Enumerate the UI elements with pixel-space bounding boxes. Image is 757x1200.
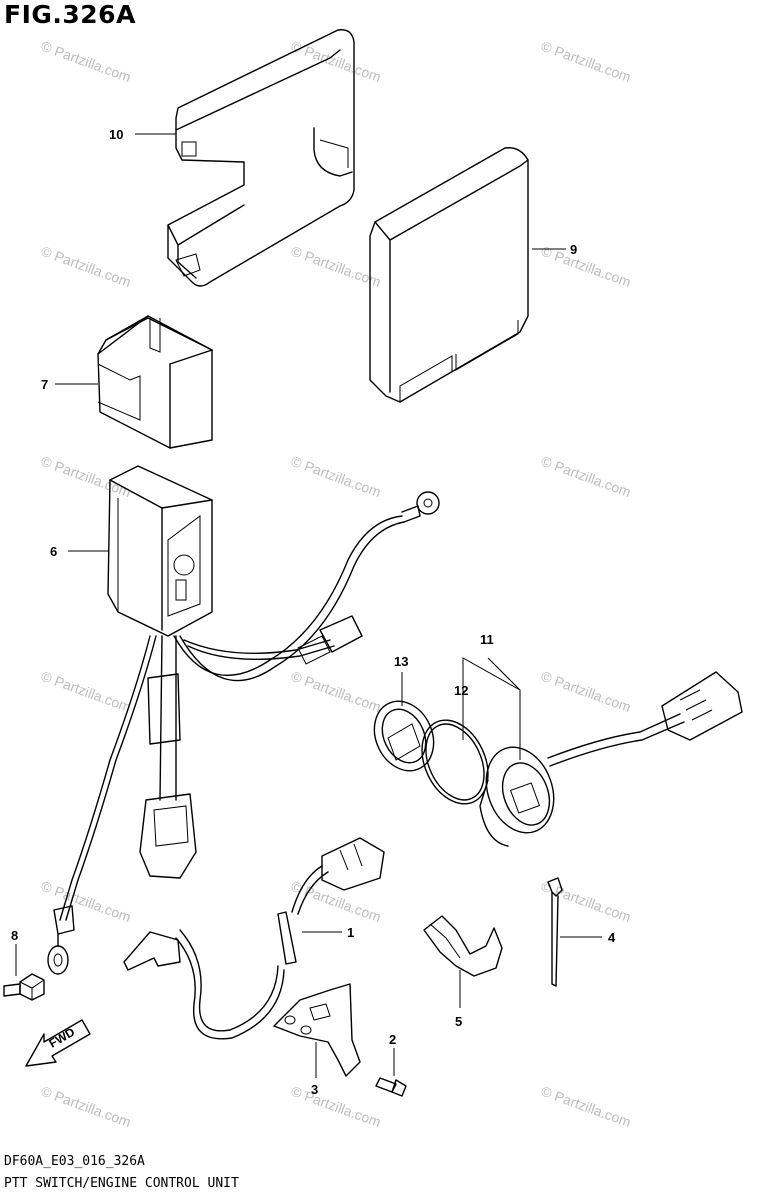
part-12-o-ring — [421, 719, 489, 805]
watermark: © Partzilla.com — [539, 453, 633, 500]
watermark: © Partzilla.com — [539, 1083, 633, 1130]
part-number-1: 1 — [347, 925, 354, 940]
part-number-4: 4 — [608, 930, 616, 945]
watermark: © Partzilla.com — [289, 1083, 383, 1130]
part-3-bracket — [273, 983, 361, 1077]
watermark: © Partzilla.com — [39, 243, 133, 290]
fwd-arrow-icon: FWD — [25, 1019, 91, 1067]
part-number-3: 3 — [311, 1082, 318, 1097]
part-13-bezel — [373, 700, 435, 772]
part-number-5: 5 — [455, 1014, 462, 1029]
watermark: © Partzilla.com — [39, 878, 133, 925]
watermark: © Partzilla.com — [39, 38, 133, 85]
figure-title: FIG.326A — [4, 0, 136, 29]
part-number-6: 6 — [50, 544, 57, 559]
watermark: © Partzilla.com — [39, 1083, 133, 1130]
part-2-screw — [375, 1077, 407, 1097]
watermark: © Partzilla.com — [539, 668, 633, 715]
part-number-13: 13 — [394, 654, 408, 669]
part-4-cable-tie — [547, 877, 563, 987]
watermark: © Partzilla.com — [539, 38, 633, 85]
watermark: © Partzilla.com — [39, 453, 133, 500]
part-6-ptt-switch — [47, 465, 440, 975]
part-7-relay — [97, 315, 213, 449]
part-5-clamp — [423, 915, 503, 977]
watermark: © Partzilla.com — [39, 668, 133, 715]
part-callouts: 10 9 7 6 11 13 12 1 4 8 5 2 3 — [11, 127, 616, 1097]
part-number-2: 2 — [389, 1032, 396, 1047]
part-8-bolt — [3, 973, 45, 1001]
watermark: © Partzilla.com — [539, 878, 633, 925]
watermark: © Partzilla.com — [539, 243, 633, 290]
watermark: © Partzilla.com — [289, 243, 383, 290]
leader-lines — [15, 133, 602, 1078]
part-1-harness — [123, 837, 385, 1040]
watermark: © Partzilla.com — [289, 38, 383, 85]
fwd-label: FWD — [47, 1025, 78, 1051]
part-number-11: 11 — [480, 632, 494, 647]
part-number-10: 10 — [109, 127, 123, 142]
watermark-layer: © Partzilla.com © Partzilla.com © Partzi… — [39, 38, 633, 1130]
part-number-7: 7 — [41, 377, 48, 392]
drawing-code: DF60A_E03_016_326A — [4, 1154, 145, 1169]
part-10-cover — [167, 29, 355, 287]
part-number-8: 8 — [11, 928, 18, 943]
watermark: © Partzilla.com — [289, 668, 383, 715]
figure-caption: PTT SWITCH/ENGINE CONTROL UNIT — [4, 1176, 239, 1191]
part-9-ecu — [369, 147, 529, 403]
part-number-12: 12 — [454, 683, 468, 698]
part-11-trim-switch — [479, 671, 743, 847]
watermark: © Partzilla.com — [289, 453, 383, 500]
part-number-9: 9 — [570, 242, 577, 257]
